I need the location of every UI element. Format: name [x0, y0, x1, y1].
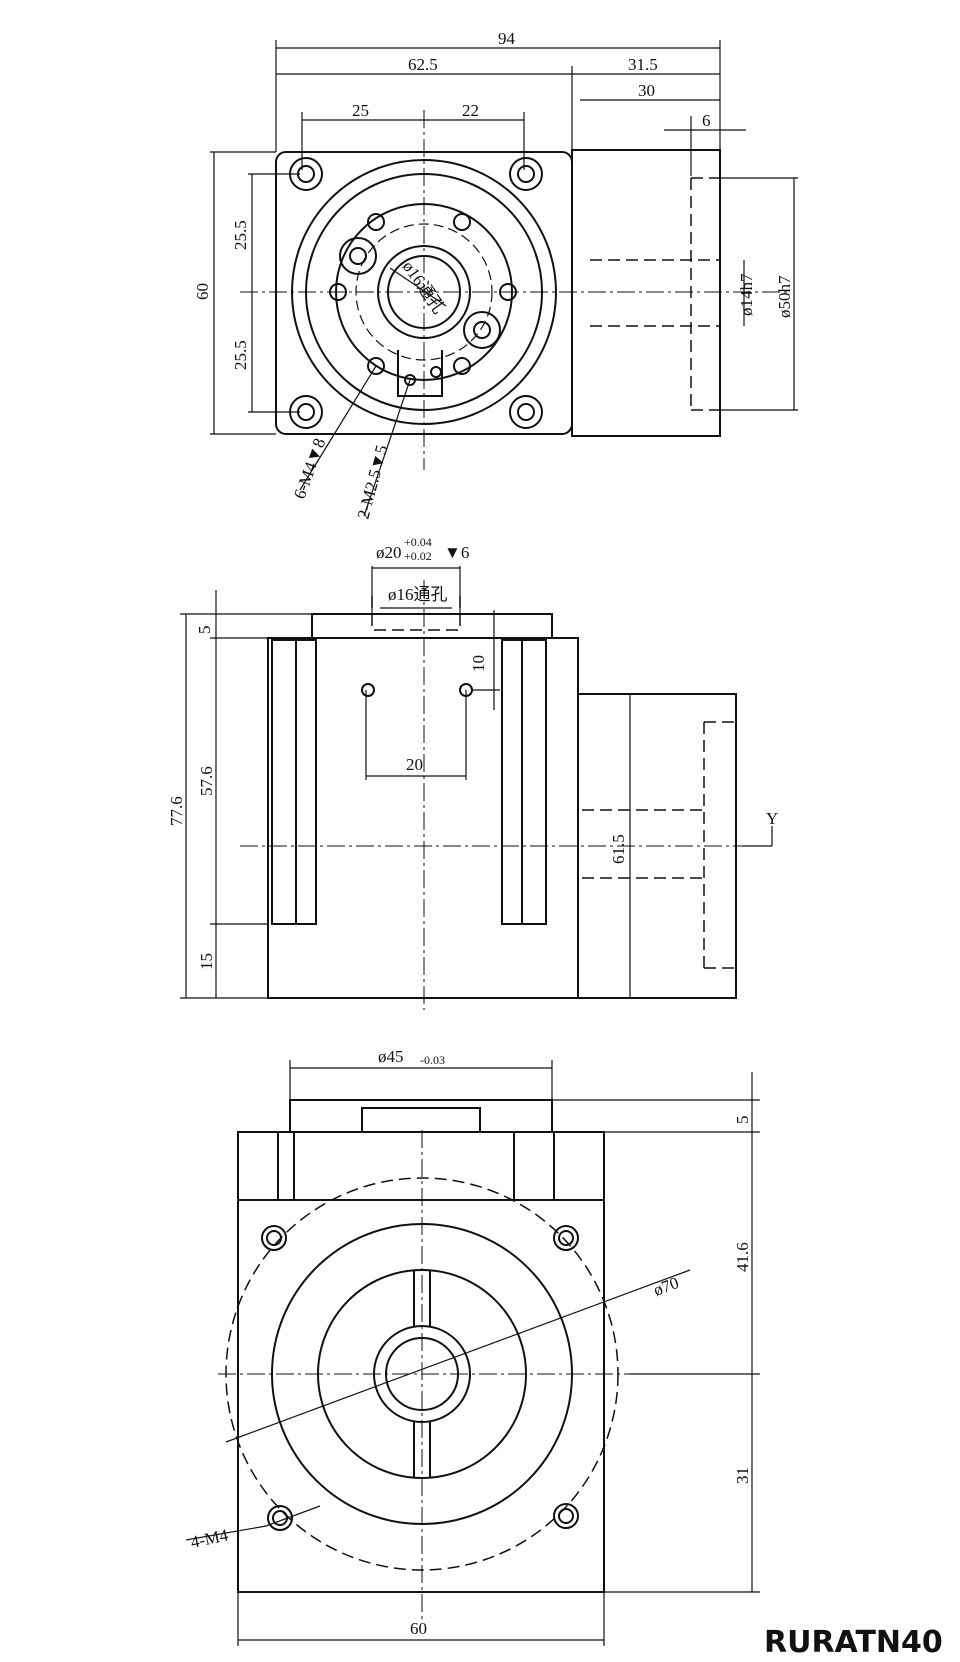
side-view-pilot [289, 1099, 553, 1133]
dim-counterbore: ø20 [376, 543, 402, 562]
top-view-bolt-circle [355, 223, 493, 361]
top-view-dowel-bosses [339, 237, 501, 349]
dim-hole-spacing-h: 20 [406, 755, 423, 774]
dim-counterbore-tol-upper: +0.04 [404, 535, 432, 549]
dim-overall-width: 94 [498, 29, 516, 48]
front-view-hidden-shaft [582, 809, 704, 879]
dim-pilot-dia: ø45 [378, 1047, 404, 1066]
dim-shaft-dia: ø14h7 [737, 273, 756, 316]
top-view-input-housing [571, 149, 721, 437]
dim-lower-half: 25.5 [231, 340, 250, 370]
dim-input-length: 31.5 [628, 55, 658, 74]
dim-view-mark: Y [766, 809, 778, 828]
top-view-corner-holes [289, 157, 543, 429]
dim-upper-half: 25.5 [231, 220, 250, 250]
top-view-bore [387, 255, 461, 329]
front-view-hidden-counterbore [371, 596, 461, 631]
dim-base-height: 15 [197, 953, 216, 970]
side-view-tapped-holes [261, 1225, 579, 1531]
side-view-dimensions [185, 1060, 760, 1646]
dim-body-height: 57.6 [197, 766, 216, 796]
top-view-key-slot [397, 350, 443, 397]
top-view-hidden-flange [690, 177, 724, 411]
dim-collar-height: 5 [195, 626, 214, 635]
dim-flange-thickness: 6 [702, 111, 711, 130]
dim-bolt-circle: ø70 [651, 1273, 681, 1300]
dim-upper-height: 41.6 [733, 1242, 752, 1272]
front-view: ø20 +0.04 +0.02 ▼6 ø16通孔 5 10 20 77.6 57… [167, 535, 778, 1010]
dim-hole-spacing-v: 10 [469, 655, 488, 672]
front-view-hidden-flange [703, 721, 736, 969]
top-view: 94 62.5 31.5 30 6 25 22 60 25.5 25.5 ø14… [193, 29, 798, 521]
top-view-m4-holes [329, 213, 517, 375]
front-view-dimensions [180, 566, 773, 999]
side-view-top-band [237, 1131, 605, 1201]
dim-input-center: 61.5 [609, 834, 628, 864]
dim-total-height: 77.6 [167, 796, 186, 826]
side-view: ø45 -0.03 5 41.6 31 ø70 4-M4 60 [185, 1047, 760, 1646]
dim-input-shaft: 30 [638, 81, 655, 100]
top-view-ring-3 [335, 203, 513, 381]
dim-right-hole-offset: 22 [462, 101, 479, 120]
front-view-collar [311, 613, 553, 639]
front-view-right-slot [501, 639, 547, 925]
dim-flange-dia: ø50h7 [775, 275, 794, 318]
dim-height: 60 [193, 283, 212, 300]
side-view-keyways [413, 1270, 431, 1478]
front-view-body [267, 637, 579, 999]
dim-side-tapped-holes: 4-M4 [189, 1525, 230, 1552]
front-view-hole-left [361, 683, 375, 697]
dim-body-width: 62.5 [408, 55, 438, 74]
front-view-left-slot [271, 639, 317, 925]
top-view-outer-ring [291, 159, 557, 425]
dim-pilot-height: 5 [733, 1116, 752, 1125]
dim-counterbore-tol-lower: +0.02 [404, 549, 432, 563]
dim-front-bore: ø16通孔 [388, 585, 448, 604]
dim-counterbore-depth: ▼6 [444, 543, 469, 562]
dim-small-tapped-holes: 2-M2.5▼5 [354, 443, 392, 521]
top-view-ring-2 [305, 173, 543, 411]
side-view-body [237, 1199, 605, 1593]
top-view-hidden-shaft [590, 259, 720, 327]
dim-width: 60 [410, 1619, 427, 1638]
dim-pilot-tol: -0.03 [420, 1053, 445, 1067]
top-view-bore-outer [377, 245, 471, 339]
dim-lower-height: 31 [733, 1467, 752, 1484]
top-view-dimensions [210, 40, 798, 517]
dim-tapped-holes: 6-M4▼8 [290, 436, 329, 502]
model-label: RURATN40 [764, 1625, 943, 1660]
dim-left-hole-offset: 25 [352, 101, 369, 120]
